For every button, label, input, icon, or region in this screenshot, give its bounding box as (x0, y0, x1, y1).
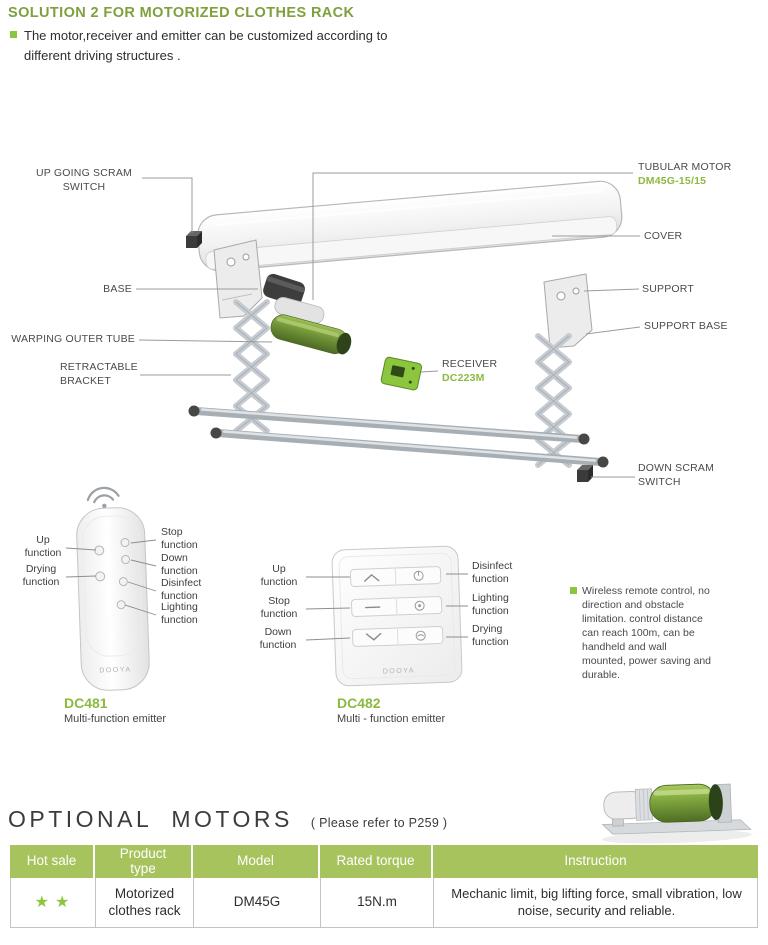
cell-model: DM45G (194, 878, 321, 927)
cell-rated-torque: 15N.m (321, 878, 434, 927)
label-warping-outer-tube: WARPING OUTER TUBE (11, 333, 135, 345)
up-chevron-icon (364, 574, 380, 582)
label-line: DOWN SCRAM (638, 462, 715, 474)
down-scram-switch-part (577, 465, 593, 482)
table-header-rated-torque: Rated torque (320, 845, 433, 878)
down-chevron-icon (365, 632, 382, 641)
dc482-leader-lines (305, 573, 468, 641)
dc481-model: DC481 (64, 695, 108, 711)
dc482-caption: Multi - function emitter (337, 713, 446, 725)
part-number: DC223M (442, 371, 485, 384)
table-header-model: Model (193, 845, 320, 878)
up-scram-switch-part (186, 231, 202, 248)
optional-motor-photo (601, 783, 752, 844)
table-header-product-type: Product type (95, 845, 193, 878)
cell-instruction: Mechanic limit, big lifting force, small… (451, 886, 742, 918)
exploded-diagram (136, 172, 641, 482)
wireless-signal-icon (86, 486, 120, 509)
dc481-label-lighting: Lighting function (161, 601, 198, 627)
dc481-caption: Multi-function emitter (64, 713, 167, 725)
tubular-motor-part (270, 314, 352, 355)
optional-motors-table: Hot sale Product type Model Rated torque… (10, 845, 758, 928)
label-base: BASE (103, 283, 132, 295)
label-tubular-motor: TUBULAR MOTOR DM45G-15/15 (638, 161, 731, 188)
dc482-model: DC482 (337, 695, 381, 711)
dc482-label-disinfect: Disinfect function (472, 560, 513, 586)
label-line: TUBULAR MOTOR (638, 161, 732, 173)
emitters-illustration: DOOYA (65, 486, 468, 691)
label-line: RECEIVER (442, 358, 498, 370)
dc482-label-drying: Drying function (472, 623, 509, 649)
base-part (263, 273, 305, 306)
cell-hot-sale-stars: ★★ (11, 878, 96, 927)
diagram-leader-lines (136, 172, 641, 478)
label-receiver: RECEIVER DC223M (442, 358, 497, 385)
retractable-bracket-left-edge (235, 301, 268, 432)
emitter-dc482-body: DOOYA (331, 545, 463, 687)
cover-part (197, 180, 623, 272)
label-up-going-scram-switch: UP GOING SCRAM SWITCH (28, 167, 140, 194)
label-cover: COVER (644, 230, 683, 242)
dc482-brand-logo: DOOYA (383, 667, 415, 675)
label-down-scram-switch: DOWN SCRAM SWITCH (638, 462, 714, 489)
lighting-icon (414, 600, 425, 611)
hanging-rod-upper (188, 405, 590, 445)
retractable-bracket-right-edge (537, 335, 570, 466)
label-line: BRACKET (60, 374, 111, 387)
optional-motors-title: OPTIONAL MOTORS (8, 806, 293, 832)
optional-motors-refer: ( Please refer to P259 ) (310, 816, 448, 830)
dc481-label-stop: Stop function (161, 526, 198, 552)
part-number: DM45G-15/15 (638, 174, 707, 187)
label-retractable-bracket: RETRACTABLE BRACKET (60, 361, 160, 388)
dc481-label-drying: Drying function (22, 563, 60, 589)
dc481-label-disinfect: Disinfect function (161, 577, 202, 603)
dc482-label-down: Down function (259, 626, 297, 652)
support-left-part (213, 239, 263, 319)
table-header-row: Hot sale Product type Model Rated torque… (10, 845, 758, 878)
optional-motors-heading: OPTIONAL MOTORS ( Please refer to P259 ) (8, 806, 447, 833)
drying-icon (415, 630, 426, 641)
label-line: UP GOING SCRAM (36, 167, 132, 179)
wireless-note: Wireless remote control, no direction an… (582, 585, 711, 682)
dc481-label-down: Down function (161, 552, 198, 578)
intro-bullet-icon (10, 31, 17, 38)
label-support-base: SUPPORT BASE (644, 320, 728, 332)
cell-product-type: Motorized clothes rack (96, 878, 194, 927)
dc482-label-lighting: Lighting function (472, 592, 509, 618)
receiver-part (380, 356, 423, 391)
table-header-instruction: Instruction (433, 845, 758, 878)
table-header-hot-sale: Hot sale (10, 845, 95, 878)
dc482-label-stop: Stop function (260, 595, 298, 621)
table-row: ★★ Motorized clothes rack DM45G 15N.m Me… (10, 878, 758, 928)
label-support: SUPPORT (642, 283, 694, 295)
dc481-label-up: Up function (24, 534, 62, 560)
dc481-brand-logo: DOOYA (99, 666, 131, 674)
dc482-label-up: Up function (260, 563, 298, 589)
note-bullet-icon (570, 587, 577, 594)
hanging-rod-lower (210, 427, 609, 468)
dc481-leader-lines (65, 539, 157, 616)
label-line: SWITCH (62, 180, 106, 193)
page-title: SOLUTION 2 FOR MOTORIZED CLOTHES RACK (8, 5, 355, 21)
motor-assembly (601, 783, 752, 844)
intro-text: The motor,receiver and emitter can be cu… (24, 28, 388, 64)
label-line: SWITCH (638, 475, 681, 488)
header-text: Product type (119, 846, 167, 876)
emitter-dc481-body: DOOYA (76, 507, 150, 691)
label-line: RETRACTABLE (60, 361, 138, 373)
support-right-part (543, 273, 593, 349)
